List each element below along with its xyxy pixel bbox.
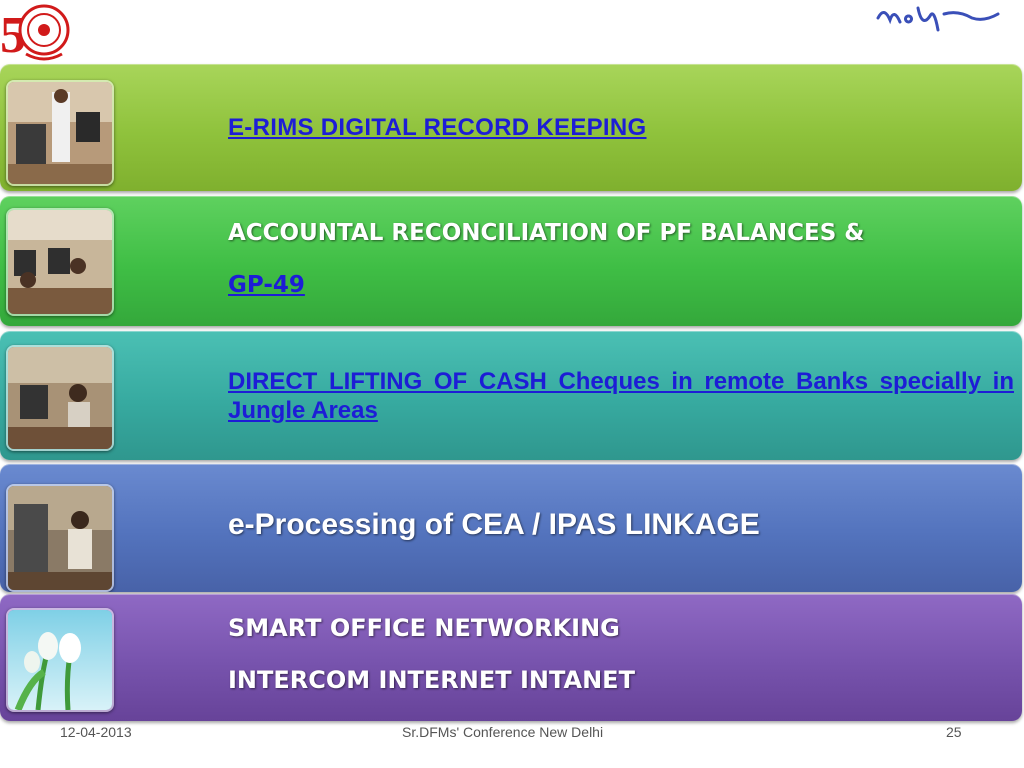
- footer-date: 12-04-2013: [60, 724, 132, 740]
- band-direct-lifting-title[interactable]: DIRECT LIFTING OF CASH Cheques in remote…: [228, 367, 1014, 425]
- direct-lifting-link[interactable]: DIRECT LIFTING OF CASH Cheques in remote…: [228, 368, 1014, 424]
- office-photo: [6, 80, 114, 186]
- office-photo: [6, 484, 114, 592]
- band-smart-office-line2: INTERCOM INTERNET INTANET: [228, 666, 635, 694]
- anniversary-logo: 5: [0, 0, 78, 64]
- band-direct-lifting: DIRECT LIFTING OF CASH Cheques in remote…: [0, 331, 1022, 460]
- erims-link[interactable]: E-RIMS DIGITAL RECORD KEEPING: [228, 114, 647, 141]
- band-smart-office: SMART OFFICE NETWORKING INTERCOM INTERNE…: [0, 594, 1022, 721]
- signature-logo: [872, 0, 1004, 40]
- band-erims-title[interactable]: E-RIMS DIGITAL RECORD KEEPING: [228, 114, 1014, 142]
- band-pf-line2[interactable]: GP-49: [228, 272, 1014, 298]
- office-photo: [6, 345, 114, 451]
- gp49-link[interactable]: GP-49: [228, 272, 305, 298]
- band-smart-office-line1: SMART OFFICE NETWORKING: [228, 614, 620, 642]
- band-pf-reconciliation: ACCOUNTAL RECONCILIATION OF PF BALANCES …: [0, 196, 1022, 326]
- office-photo: [6, 208, 114, 316]
- band-erims: E-RIMS DIGITAL RECORD KEEPING: [0, 64, 1022, 191]
- tulip-photo: [6, 608, 114, 712]
- footer-page-number: 25: [946, 724, 962, 740]
- band-e-processing: e-Processing of CEA / IPAS LINKAGE: [0, 464, 1022, 592]
- band-pf-line1: ACCOUNTAL RECONCILIATION OF PF BALANCES …: [228, 220, 865, 246]
- band-e-processing-title: e-Processing of CEA / IPAS LINKAGE: [228, 508, 760, 541]
- footer-title: Sr.DFMs' Conference New Delhi: [402, 724, 604, 740]
